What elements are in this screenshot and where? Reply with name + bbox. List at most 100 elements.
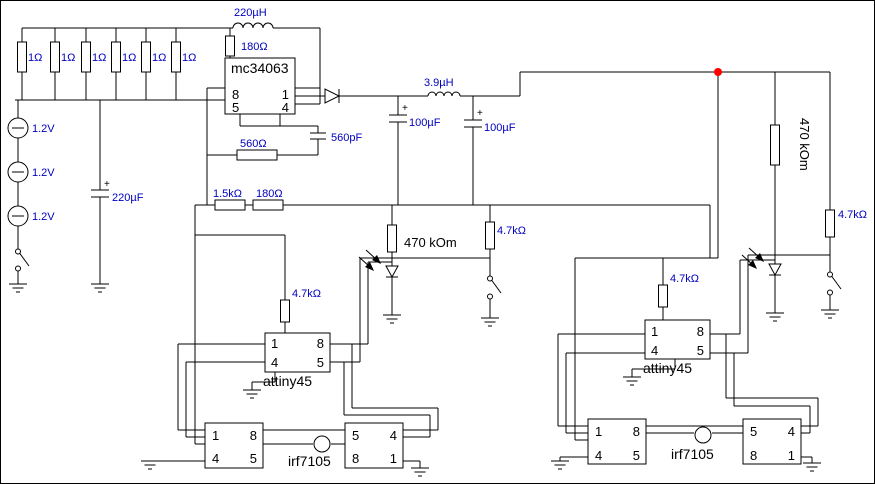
irf7105-right-boxB xyxy=(742,418,802,465)
resistor-180-top-label: 180Ω xyxy=(241,41,268,53)
polarity-plus: + xyxy=(402,103,408,114)
irf-right-A-pin8: 8 xyxy=(633,424,640,439)
resistor-4.7k-switch-left-label: 4.7kΩ xyxy=(497,225,526,237)
bank-resistor-label: 1Ω xyxy=(92,52,106,64)
irf-left-B-pin8: 8 xyxy=(352,451,359,466)
cap-100uF-1-label: 100µF xyxy=(409,117,441,129)
irf-right-A-pin1: 1 xyxy=(595,424,602,439)
resistor-4.7k-pullup-right-label: 4.7kΩ xyxy=(670,273,699,285)
resistor-470k-right-label: 470 kOm xyxy=(797,118,812,171)
light-arrowhead xyxy=(365,255,381,271)
bank-resistor-label: 1Ω xyxy=(122,52,136,64)
resistor-body xyxy=(81,41,91,73)
irf-right-A-pin5: 5 xyxy=(633,448,640,463)
irf-left-A-pin5: 5 xyxy=(250,451,257,466)
irf-left-B-pin1: 1 xyxy=(390,451,397,466)
driver-node-right xyxy=(694,426,712,444)
mc34063-chip xyxy=(224,57,296,115)
resistor-470k-left-label: 470 kOm xyxy=(404,235,457,250)
resistor-4.7k-switch-right-label: 4.7kΩ xyxy=(838,209,867,221)
attiny45-right-pin8: 8 xyxy=(697,324,704,339)
irf-right-B-pin5: 5 xyxy=(750,424,757,439)
switch-contact xyxy=(15,248,21,255)
resistor-4.7k-pullup-left xyxy=(280,299,290,323)
attiny45-right-chip xyxy=(644,319,711,360)
light-arrowhead xyxy=(748,253,764,269)
cap-100uF-2-label: 100µF xyxy=(484,122,516,134)
irf7105-left-boxA xyxy=(204,422,264,469)
inductor-220uH-icon xyxy=(232,22,274,29)
photodiode-icon xyxy=(768,263,782,277)
cap-560pF-label: 560pF xyxy=(331,132,362,144)
mc34063-pin5: 5 xyxy=(232,100,239,115)
battery-label: 1.2V xyxy=(32,167,55,179)
resistor-1.5k xyxy=(214,199,246,211)
cap-220uF-label: 220µF xyxy=(112,192,144,204)
resistor-560 xyxy=(236,149,278,161)
resistor-470k-left xyxy=(387,224,397,253)
irf7105-left-name: irf7105 xyxy=(288,453,331,469)
resistor-4.7k-pullup-right xyxy=(658,284,668,308)
resistor-4.7k-switch-left xyxy=(485,221,495,250)
bank-resistor-label: 1Ω xyxy=(152,52,166,64)
polarity-plus: + xyxy=(477,108,483,119)
bank-resistor-label: 1Ω xyxy=(28,52,42,64)
red-junction-dot xyxy=(714,68,722,76)
switch-contact xyxy=(827,271,833,278)
irf-right-B-pin4: 4 xyxy=(788,424,795,439)
attiny45-left-name: attiny45 xyxy=(263,373,312,389)
bank-resistor-label: 1Ω xyxy=(61,52,75,64)
irf7105-left-boxB xyxy=(344,422,404,469)
mc34063-pin8: 8 xyxy=(232,87,239,102)
photodiode-left xyxy=(358,249,399,279)
mc34063-pin4: 4 xyxy=(282,100,289,115)
diode-icon xyxy=(324,88,341,104)
resistor-body xyxy=(50,41,60,73)
switch-blade xyxy=(831,275,842,290)
irf7105-right-name: irf7105 xyxy=(671,446,714,462)
wires-right-channel xyxy=(557,72,831,463)
battery-label: 1.2V xyxy=(32,211,55,223)
battery-label: 1.2V xyxy=(32,123,55,135)
switch-battery xyxy=(15,248,30,272)
mc34063-pin1: 1 xyxy=(282,87,289,102)
resistor-1.5k-label: 1.5kΩ xyxy=(213,188,242,200)
irf-left-A-pin4: 4 xyxy=(212,451,219,466)
irf-right-A-pin4: 4 xyxy=(595,448,602,463)
resistor-body xyxy=(111,41,121,73)
irf-left-A-pin1: 1 xyxy=(212,428,219,443)
photodiode-icon xyxy=(385,265,399,279)
diode xyxy=(324,88,341,104)
inductor-3.9uH-label: 3.9µH xyxy=(424,77,454,89)
switch-contact xyxy=(487,275,493,282)
driver-node-left xyxy=(313,435,331,453)
resistor-body xyxy=(171,41,181,73)
capacitor-plates xyxy=(91,114,482,198)
irf-right-B-pin8: 8 xyxy=(750,448,757,463)
switch-contact xyxy=(827,289,833,296)
irf-right-B-pin1: 1 xyxy=(788,448,795,463)
resistor-bank xyxy=(17,41,181,73)
resistor-180-divider-label: 180Ω xyxy=(256,188,283,200)
irf-left-B-pin4: 4 xyxy=(390,428,397,443)
attiny45-right-pin5: 5 xyxy=(697,343,704,358)
resistor-560-label: 560Ω xyxy=(240,138,267,150)
switch-blade xyxy=(491,279,502,294)
switch-left-channel xyxy=(487,275,502,300)
attiny45-left-chip xyxy=(264,332,331,373)
irf7105-right-boxA xyxy=(587,418,647,465)
bank-resistor-label: 1Ω xyxy=(182,52,196,64)
irf-left-B-pin5: 5 xyxy=(352,428,359,443)
polarity-plus: + xyxy=(104,179,110,190)
inductor-3.9uH-icon xyxy=(427,91,461,97)
switch-right-channel xyxy=(827,271,842,296)
attiny45-right-name: attiny45 xyxy=(643,360,692,376)
attiny45-left-pin1: 1 xyxy=(271,336,278,351)
photodiode-right xyxy=(741,247,782,277)
switch-contact xyxy=(15,265,21,272)
resistor-4.7k-pullup-left-label: 4.7kΩ xyxy=(292,288,321,300)
attiny45-right-pin4: 4 xyxy=(651,343,658,358)
resistor-180-top xyxy=(225,35,235,57)
